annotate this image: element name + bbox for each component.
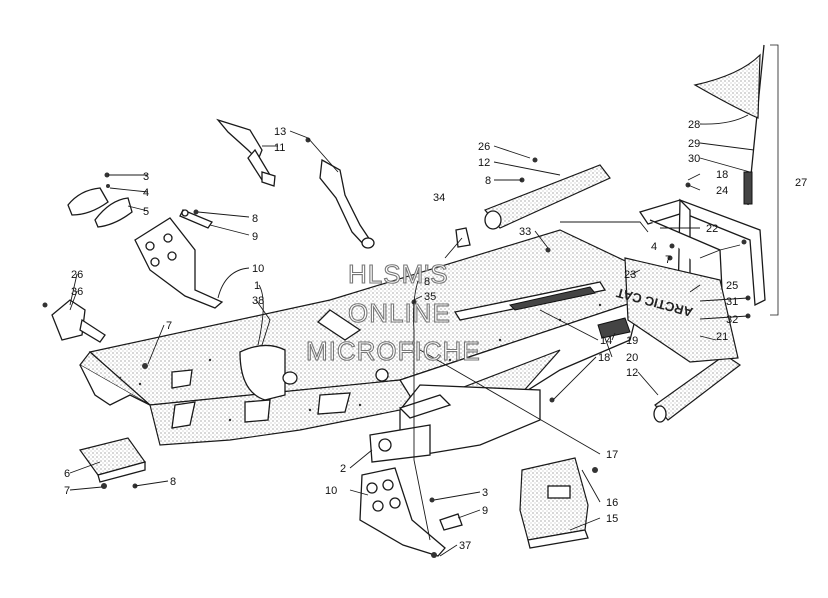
callout-12-lower: 12 (626, 367, 638, 379)
watermark-line-2: ONLINE (348, 298, 451, 328)
hitch-clip (439, 513, 463, 531)
callout-36: 36 (71, 286, 83, 298)
watermark: HLSM'S ONLINE MICROFICHE (305, 258, 481, 366)
callout-16: 16 (606, 497, 618, 509)
callout-25: 25 (726, 280, 738, 292)
callout-9-upper: 9 (252, 231, 258, 243)
leader-lines (69, 114, 755, 557)
callout-18-center: 18 (598, 352, 610, 364)
callout-37: 37 (459, 540, 471, 552)
callout-14: 14 (600, 335, 612, 347)
callout-5: 5 (143, 206, 149, 218)
callout-26-upper: 26 (478, 141, 490, 153)
reflector (597, 317, 631, 339)
callout-8-upper-left: 8 (252, 213, 258, 225)
lower-side-tube (653, 354, 742, 423)
callout-21: 21 (716, 331, 728, 343)
callout-28: 28 (688, 119, 700, 131)
callout-29: 29 (688, 138, 700, 150)
callout-18-right: 18 (716, 169, 728, 181)
callout-15: 15 (606, 513, 618, 525)
callout-32: 32 (726, 314, 738, 326)
callout-7-left: 7 (166, 320, 172, 332)
left-suspension-plate (134, 217, 224, 309)
rear-guard-plate (519, 457, 589, 549)
watermark-line-3: MICROFICHE (306, 336, 481, 366)
callout-3-lower: 3 (482, 487, 488, 499)
callout-8-center: 8 (424, 276, 430, 288)
callout-19: 19 (626, 335, 638, 347)
callout-22: 22 (706, 223, 718, 235)
callout-6: 6 (64, 468, 70, 480)
callout-10-upper: 10 (252, 263, 264, 275)
callout-23: 23 (624, 269, 636, 281)
callout-38: 38 (252, 295, 264, 307)
trim-pad (455, 227, 471, 248)
callout-11: 11 (274, 142, 285, 154)
callout-10-lower: 10 (325, 485, 337, 497)
callout-1: 1 (254, 280, 260, 292)
callout-12-upper: 12 (478, 157, 490, 169)
rear-side-tube (484, 164, 611, 230)
callout-8-upper-center: 8 (485, 175, 491, 187)
center-suspension-plate (359, 424, 446, 557)
callout-24: 24 (716, 185, 728, 197)
callout-20: 20 (626, 352, 638, 364)
callout-34: 34 (433, 192, 445, 204)
callout-4-right: 4 (651, 241, 657, 253)
left-lower-bracket (51, 299, 106, 343)
chassis-tunnel (79, 229, 641, 456)
grab-handle (216, 118, 375, 249)
callout-7-lower: 7 (64, 485, 70, 497)
lower-step-plate (78, 437, 146, 483)
callout-31: 31 (726, 296, 738, 308)
front-brackets (67, 187, 213, 229)
snow-flap: ARCTIC CAT (615, 257, 739, 363)
callout-2: 2 (340, 463, 346, 475)
callout-33: 33 (519, 226, 531, 238)
callout-17: 17 (606, 449, 618, 461)
callout-35: 35 (424, 291, 436, 303)
callout-30: 30 (688, 153, 700, 165)
callout-3-upper: 3 (143, 171, 149, 183)
callout-7-right: 7 (665, 254, 671, 266)
callout-labels: 3 4 5 8 9 10 1 38 13 11 26 36 7 6 7 8 8 … (64, 119, 807, 552)
safety-flag (693, 44, 779, 316)
callout-9-lower: 9 (482, 505, 488, 517)
watermark-line-1: HLSM'S (348, 259, 449, 289)
callout-8-lower-left: 8 (170, 476, 176, 488)
callout-26-left: 26 (71, 269, 83, 281)
callout-13: 13 (274, 126, 286, 138)
callout-27: 27 (795, 177, 807, 189)
callout-4-upper: 4 (143, 187, 149, 199)
